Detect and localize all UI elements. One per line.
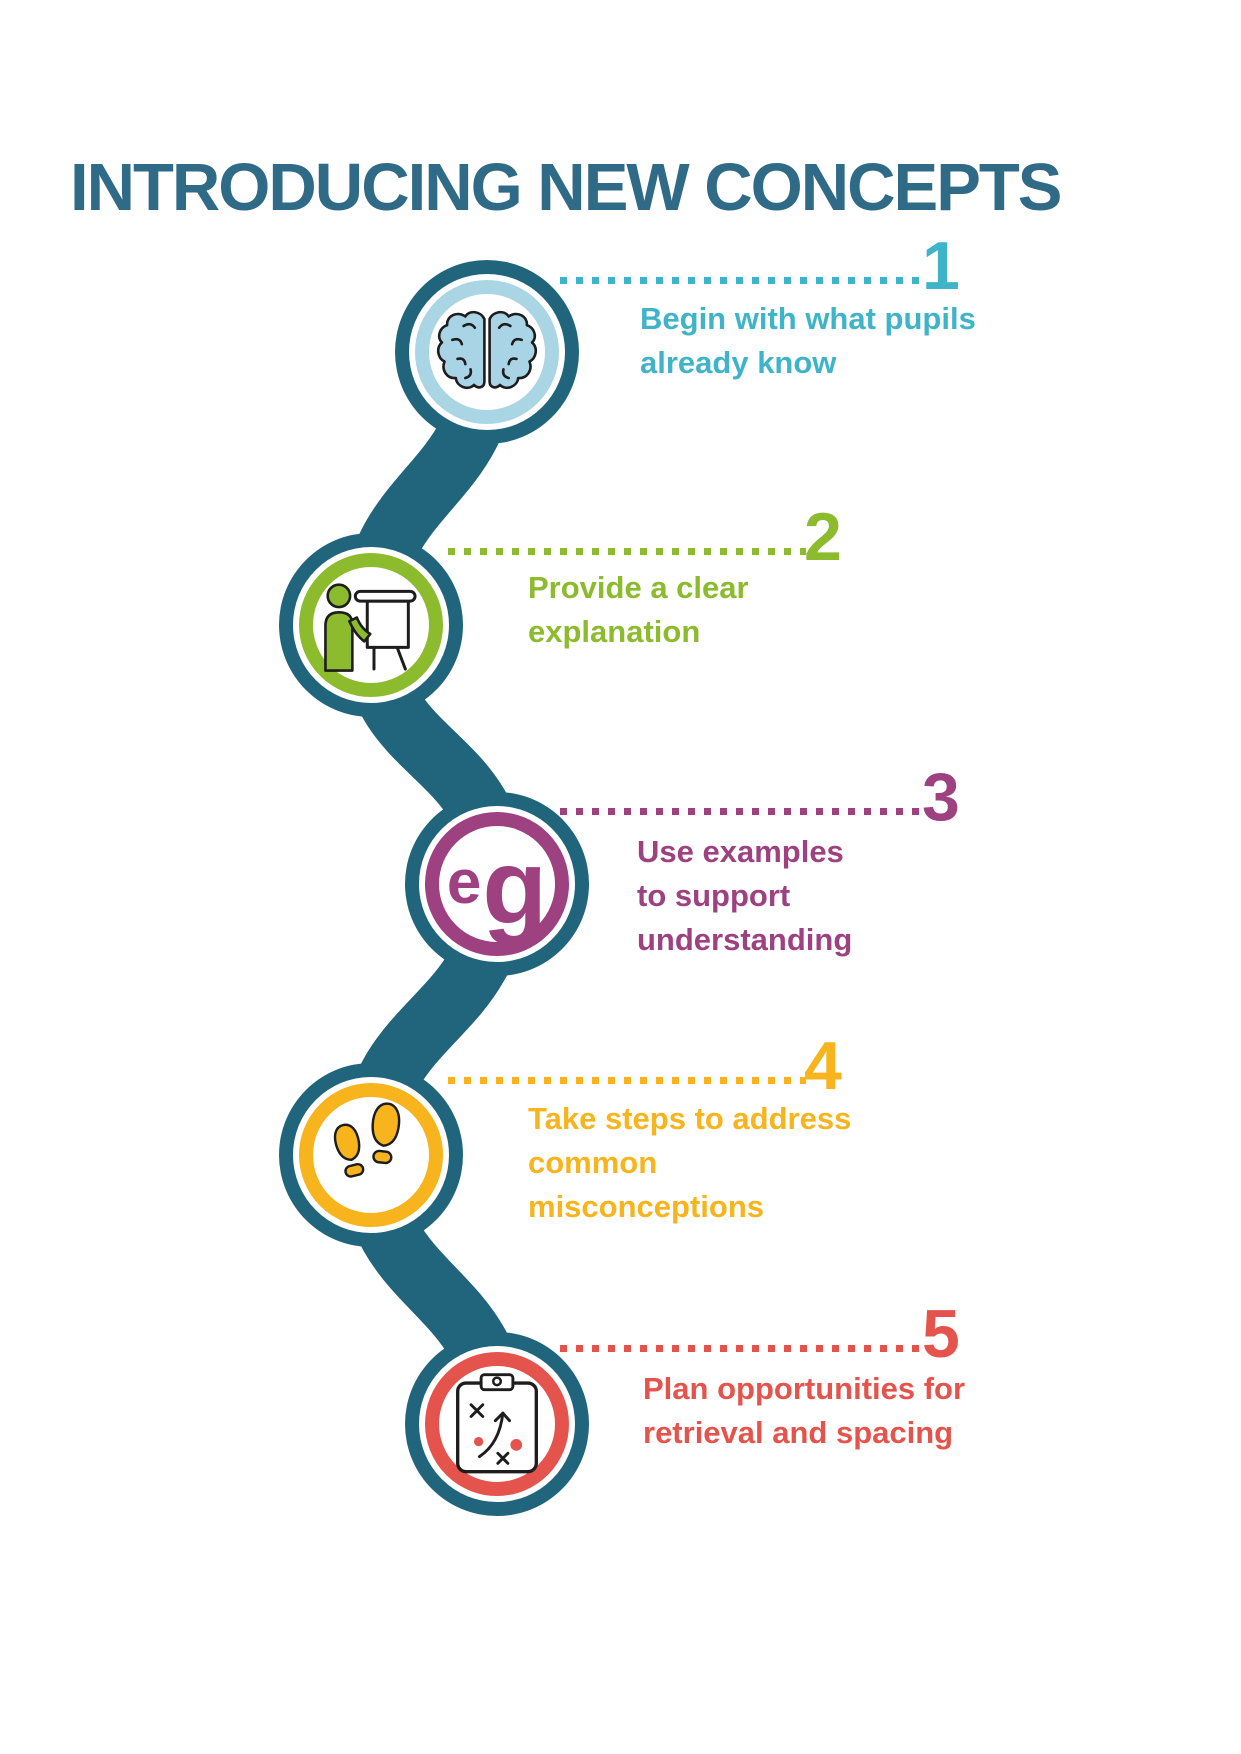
step-5-label-line: retrieval and spacing [643,1415,954,1450]
brain-icon [436,310,538,390]
page-title: INTRODUCING NEW CONCEPTS [70,149,1062,225]
step-1-dotted-line [560,277,922,284]
step-3-label-line: understanding [637,922,853,957]
step-1-circle [415,280,559,424]
presenter-flipchart-icon [324,583,417,672]
step-4-circle [299,1083,443,1227]
step-4-dotted-line [448,1077,806,1084]
clipboard-plan-icon [456,1373,538,1474]
step-3-circle: e g [425,812,569,956]
step-2-label-line: Provide a clear [528,570,749,605]
step-2-circle [299,553,443,697]
step-3-label-line: to support [637,878,791,913]
step-5-dotted-line [560,1345,922,1352]
step-2-number: 2 [804,499,842,575]
step-3-label: Use examples to support understanding [637,830,852,962]
step-1-number: 1 [922,228,960,304]
step-4-label-line: misconceptions [528,1189,764,1224]
step-3-dotted-line [560,808,922,815]
step-1-label-line: already know [640,345,837,380]
step-5-number: 5 [922,1296,960,1372]
eg-letter-g: g [482,828,548,946]
step-4-label-line: Take steps to address [528,1101,852,1136]
footprints-icon [333,1102,401,1178]
eg-letter-e: e [446,848,482,917]
step-5-label-line: Plan opportunities for [643,1371,966,1406]
step-2-label: Provide a clear explanation [528,566,749,654]
step-5-circle [425,1352,569,1496]
step-2-label-line: explanation [528,614,701,649]
step-4-label: Take steps to address common misconcepti… [528,1097,851,1229]
step-1-label: Begin with what pupils already know [640,297,976,385]
eg-example-icon: e g [447,828,547,940]
step-4-label-line: common [528,1145,658,1180]
step-2-dotted-line [448,548,806,555]
step-1-label-line: Begin with what pupils [640,301,976,336]
step-3-label-line: Use examples [637,834,844,869]
step-5-label: Plan opportunities for retrieval and spa… [643,1367,965,1455]
step-4-number: 4 [804,1028,842,1104]
step-3-number: 3 [922,759,960,835]
